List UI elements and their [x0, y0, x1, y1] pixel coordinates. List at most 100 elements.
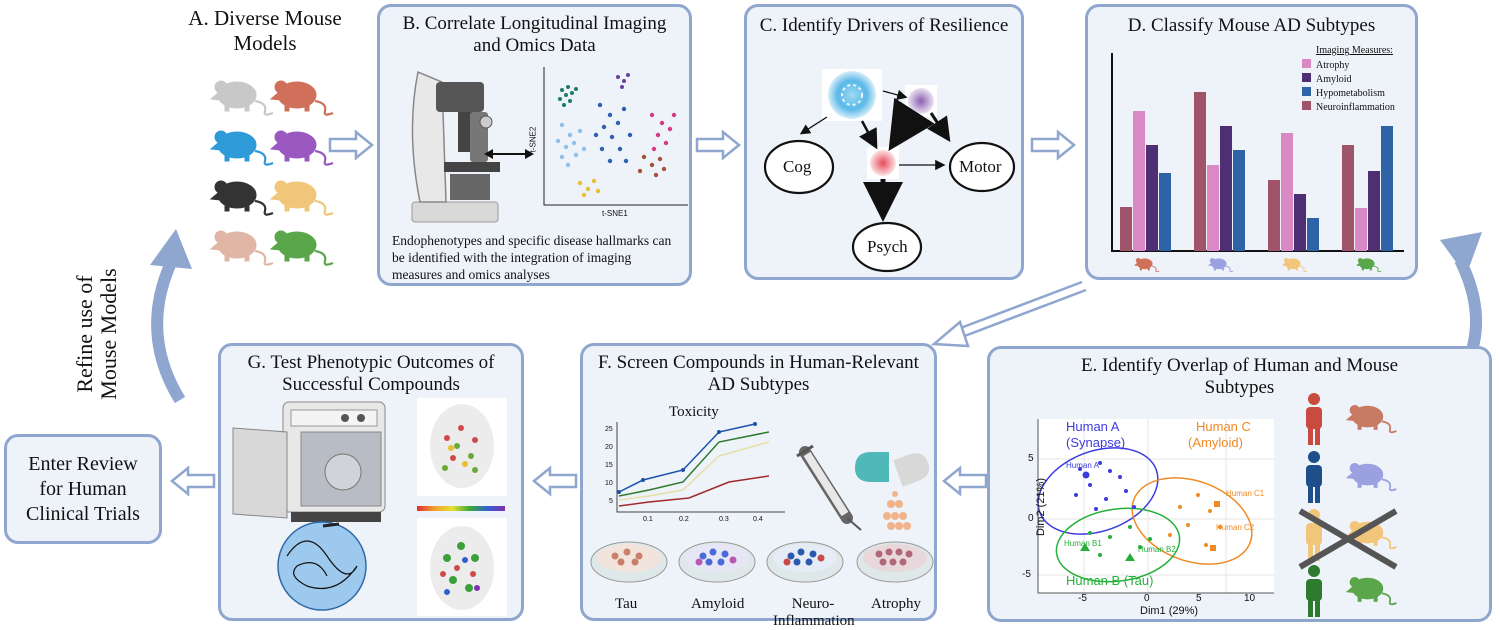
panel-b: B. Correlate Longitudinal Imaging and Om…: [377, 4, 692, 286]
cluster-a-name: Human A: [1066, 419, 1120, 434]
arrow-e-f: [942, 465, 988, 497]
point-label-b1: Human B1: [1064, 539, 1102, 548]
pca-y-tick-1: 0: [1028, 513, 1034, 524]
cluster-a-sub: (Synapse): [1066, 435, 1126, 450]
pca-x-tick-2: 5: [1196, 593, 1202, 604]
psych-node: [851, 221, 923, 273]
arrow-a-b: [328, 129, 374, 161]
mouse-icon-purple: [269, 129, 335, 166]
panel-b-caption: Endophenotypes and specific disease hall…: [392, 233, 672, 282]
brain-map-top: [417, 398, 507, 496]
driver-purple-node: [908, 88, 934, 114]
brain-map-bottom: [417, 518, 507, 616]
legend-item-neuroinflammation: Neuroinflammation: [1302, 101, 1395, 115]
pill-icon: [855, 452, 930, 530]
cross-out-icon: [1298, 508, 1398, 570]
driver-blue-node: [828, 71, 876, 119]
cycle-arrow-left: [150, 229, 192, 404]
panel-a-title: A. Diverse Mouse Models: [188, 6, 342, 55]
pca-y-tick-2: -5: [1022, 569, 1031, 580]
cluster-c-name: Human C: [1196, 419, 1251, 434]
legend: Atrophy Amyloid Hypometabolism Neuroinfl…: [1302, 59, 1395, 115]
panel-b-title: B. Correlate Longitudinal Imaging and Om…: [402, 13, 667, 56]
point-label-a: Human A: [1066, 461, 1099, 470]
panel-g: G. Test Phenotypic Outcomes of Successfu…: [218, 343, 524, 621]
point-label-b2: Human B2: [1138, 545, 1176, 554]
legend-item-atrophy: Atrophy: [1302, 59, 1395, 73]
dish-label-neuroinflammation: Neuro-Inflammation: [773, 596, 855, 629]
tox-y-tick-1: 20: [605, 444, 613, 451]
arrow-g-review: [170, 465, 216, 497]
tsne-y-label: t-SNE2: [528, 126, 538, 153]
panel-c: C. Identify Drivers of Resilience Cog Mo…: [744, 4, 1024, 280]
arrow-c-d: [1030, 129, 1076, 161]
incubator-icon: [232, 401, 386, 522]
mouse-icon-yellow: [269, 179, 335, 216]
panel-c-title: C. Identify Drivers of Resilience: [759, 15, 1009, 36]
tox-y-tick-0: 25: [605, 426, 613, 433]
legend-item-amyloid: Amyloid: [1302, 73, 1395, 87]
human-icon-green: [1306, 565, 1322, 617]
refine-label: Refine use of Mouse Models: [72, 268, 121, 400]
legend-title: Imaging Measures:: [1316, 45, 1393, 56]
tsne-plot: [543, 67, 688, 206]
tox-x-tick-1: 0.2: [679, 516, 689, 523]
syringe-icon: [796, 444, 862, 531]
review-box-label: Enter Review for Human Clinical Trials: [26, 452, 140, 525]
tox-x-tick-2: 0.3: [719, 516, 729, 523]
pca-x-tick-1: 0: [1144, 593, 1150, 604]
psych-label: Psych: [867, 237, 908, 256]
cluster-c-sub: (Amyloid): [1188, 435, 1243, 450]
mouse-icon-blue: [209, 129, 275, 166]
panel-f: F. Screen Compounds in Human-Relevant AD…: [580, 343, 937, 629]
driver-red-node: [870, 150, 896, 176]
dish-neuroinflammation: [766, 541, 844, 583]
toxicity-title: Toxicity: [669, 404, 719, 420]
mouse-icons-a: [209, 79, 335, 266]
dish-tau: [590, 541, 668, 583]
arrow-f-g: [532, 465, 578, 497]
panel-g-title: G. Test Phenotypic Outcomes of Successfu…: [247, 352, 495, 395]
cluster-b-name: Human B (Tau): [1066, 573, 1154, 588]
point-label-c2: Human C2: [1216, 523, 1255, 532]
toxicity-chart: [616, 422, 785, 513]
motor-label: Motor: [959, 157, 1002, 176]
brain-colorbar: [417, 506, 505, 511]
pca-y-label: Dim2 (21%): [1035, 477, 1048, 537]
dish-atrophy: [856, 541, 934, 583]
tox-x-tick-0: 0.1: [643, 516, 653, 523]
open-field-icon: [277, 521, 367, 611]
resilience-network: [763, 69, 1016, 273]
human-icon-red: [1306, 393, 1322, 445]
dish-label-tau: Tau: [615, 596, 638, 612]
dish-amyloid: [678, 541, 756, 583]
panel-e-title: E. Identify Overlap of Human and Mouse S…: [1080, 355, 1399, 398]
panel-e: E. Identify Overlap of Human and Mouse S…: [987, 346, 1492, 622]
panel-d-title: D. Classify Mouse AD Subtypes: [1127, 15, 1376, 36]
pca-plot-bg: [1038, 419, 1274, 593]
mouse-icon-orange-red: [269, 79, 335, 116]
pca-y-tick-0: 5: [1028, 453, 1034, 464]
review-box: Enter Review for Human Clinical Trials: [4, 434, 162, 544]
panel-d: D. Classify Mouse AD Subtypes Imaging Me…: [1085, 4, 1418, 280]
tsne-x-label: t-SNE1: [602, 209, 628, 218]
pca-x-label: Dim1 (29%): [1140, 605, 1199, 617]
tox-y-tick-3: 10: [605, 480, 613, 487]
legend-item-hypometabolism: Hypometabolism: [1302, 87, 1395, 101]
pca-plot: [1037, 419, 1274, 594]
tox-y-tick-4: 5: [609, 498, 613, 505]
cog-label: Cog: [783, 157, 812, 176]
cog-node: [763, 139, 835, 195]
mouse-icon-gray: [209, 79, 275, 116]
subtype-bar-chart: [1111, 53, 1404, 273]
tox-x-tick-3: 0.4: [753, 516, 763, 523]
panel-f-title: F. Screen Compounds in Human-Relevant AD…: [598, 352, 919, 395]
human-mouse-pairs: [1298, 393, 1398, 617]
dish-label-atrophy: Atrophy: [871, 596, 921, 612]
arrow-b-c: [695, 129, 741, 161]
double-arrow: [484, 149, 534, 159]
tox-y-tick-2: 15: [605, 462, 613, 469]
point-label-c1: Human C1: [1226, 489, 1265, 498]
petri-dishes: [590, 541, 934, 583]
arrow-d-f: [930, 276, 1087, 348]
